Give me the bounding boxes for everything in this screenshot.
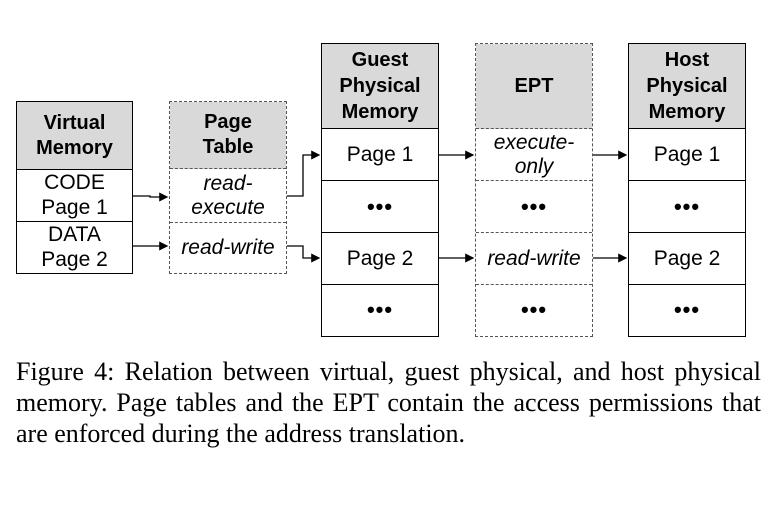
page-table-header: Page Table [170,102,286,169]
guest-page1-cell: Page 1 [322,129,438,181]
arrow-pagetable-to-guest-page1 [287,150,321,197]
guest-title-line2: Physical [339,75,421,97]
host-page1-cell: Page 1 [629,129,745,181]
translation-arrows [133,150,628,263]
virtual-memory-header: Virtual Memory [16,101,133,170]
page-table-row2: read-write [181,235,275,259]
guest-row2-text: ••• [366,193,394,219]
virtual-row2-line1: DATA [48,223,101,246]
guest-title-line1: Guest [351,49,409,71]
ept-row1-line2: only [514,154,554,178]
ept-ellipsis-cell-1: ••• [476,181,592,233]
arrow-virtual-code-to-pagetable [133,192,169,202]
host-ellipsis-cell-2: ••• [629,285,745,335]
virtual-memory-column: Virtual Memory CODE Page 1 DATA Page 2 [16,101,133,274]
virtual-code-page1-cell: CODE Page 1 [16,169,133,222]
host-physical-memory-column: Host Physical Memory Page 1 ••• Page 2 •… [628,43,746,337]
host-row1-text: Page 1 [653,143,721,166]
figure-caption: Figure 4: Relation between virtual, gues… [16,357,761,448]
page-table-row1-line2: execute [191,195,265,219]
page-table-row1-line1: read- [203,171,253,195]
virtual-row1-line1: CODE [44,171,105,194]
ept-ellipsis-cell-2: ••• [476,285,592,335]
ept-row4-text: ••• [520,297,548,322]
guest-title-line3: Memory [341,101,419,123]
ept-column: EPT execute- only ••• read-write ••• [475,43,593,337]
guest-physical-memory-header: Guest Physical Memory [322,44,438,129]
page-table-title-line2: Table [202,136,254,158]
guest-row1-text: Page 1 [346,143,414,166]
ept-header: EPT [476,44,592,129]
host-row4-text: ••• [673,297,701,322]
host-title-line2: Physical [646,75,728,97]
ept-read-write-cell: read-write [476,233,592,285]
host-title-line1: Host [664,49,710,71]
ept-execute-only-cell: execute- only [476,129,592,181]
virtual-memory-title-line2: Memory [36,136,113,159]
virtual-row2-line2: Page 2 [41,248,108,271]
host-ellipsis-cell-1: ••• [629,181,745,233]
host-row2-text: ••• [673,193,701,219]
page-table-column: Page Table read- execute read-write [169,101,287,274]
host-title-line3: Memory [648,101,726,123]
virtual-memory-title-line1: Virtual [43,111,106,134]
guest-row4-text: ••• [366,297,394,322]
host-page2-cell: Page 2 [629,233,745,285]
host-row3-text: Page 2 [653,247,721,270]
memory-translation-diagram: Virtual Memory CODE Page 1 DATA Page 2 P… [16,43,746,337]
ept-row2-text: ••• [520,193,548,219]
page-table-read-write-cell: read-write [170,223,286,272]
guest-row3-text: Page 2 [346,247,414,270]
page-table-read-execute-cell: read- execute [170,169,286,223]
virtual-row1-line2: Page 1 [41,196,108,219]
guest-ellipsis-cell-2: ••• [322,285,438,335]
virtual-data-page2-cell: DATA Page 2 [16,221,133,274]
host-physical-memory-header: Host Physical Memory [629,44,745,129]
guest-physical-memory-column: Guest Physical Memory Page 1 ••• Page 2 … [321,43,439,337]
page-table-title-line1: Page [204,111,252,133]
ept-row1-line1: execute- [493,130,575,154]
guest-page2-cell: Page 2 [322,233,438,285]
ept-title: EPT [514,74,554,97]
guest-ellipsis-cell-1: ••• [322,181,438,233]
ept-row3-text: read-write [487,246,581,270]
arrow-pagetable-to-guest-page2 [287,245,321,263]
